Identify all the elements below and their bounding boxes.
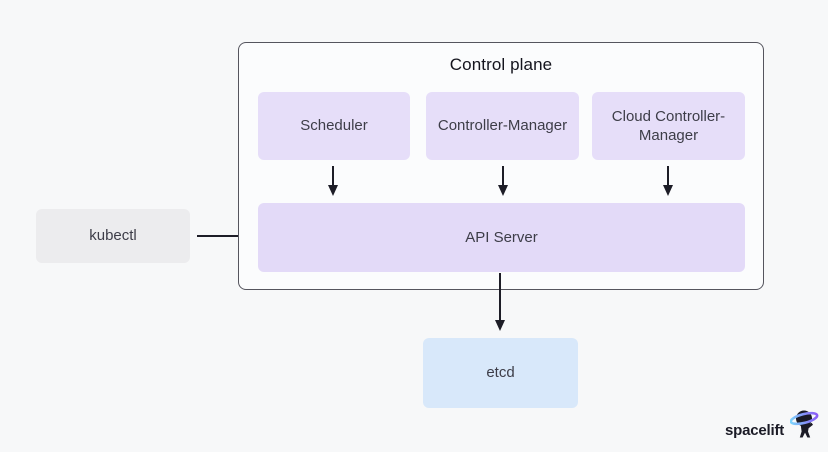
etcd-label: etcd xyxy=(486,364,515,382)
scheduler-label: Scheduler xyxy=(300,117,368,135)
controller-manager-node: Controller-Manager xyxy=(426,92,579,160)
arrow-head xyxy=(495,320,505,331)
arrow-api-server-to-etcd xyxy=(495,273,505,331)
cloud-controller-manager-label: Cloud Controller-Manager xyxy=(611,107,726,145)
spacelift-logo-text: spacelift xyxy=(725,422,785,439)
arrow-shaft xyxy=(197,235,238,237)
control-plane-title: Control plane xyxy=(449,55,553,74)
kubectl-node: kubectl xyxy=(36,209,190,263)
arrow-shaft xyxy=(499,273,501,320)
arrow-scheduler-to-api-server xyxy=(328,166,338,196)
api-server-node: API Server xyxy=(258,203,745,272)
arrow-shaft xyxy=(502,166,504,185)
api-server-label: API Server xyxy=(465,228,538,246)
astronaut-with-ring-icon xyxy=(790,410,819,438)
arrow-cloud-controller-manager-to-api-server xyxy=(663,166,673,196)
cloud-controller-manager-node: Cloud Controller-Manager xyxy=(592,92,745,160)
arrow-shaft xyxy=(667,166,669,185)
arrow-head xyxy=(663,185,673,196)
controller-manager-label: Controller-Manager xyxy=(437,117,568,135)
spacelift-logo: spacelift xyxy=(725,408,820,444)
arrow-head xyxy=(328,185,338,196)
etcd-node: etcd xyxy=(423,338,578,408)
arrow-head xyxy=(498,185,508,196)
kubectl-label: kubectl xyxy=(89,227,137,245)
scheduler-node: Scheduler xyxy=(258,92,410,160)
arrow-controller-manager-to-api-server xyxy=(498,166,508,196)
arrow-shaft xyxy=(332,166,334,185)
